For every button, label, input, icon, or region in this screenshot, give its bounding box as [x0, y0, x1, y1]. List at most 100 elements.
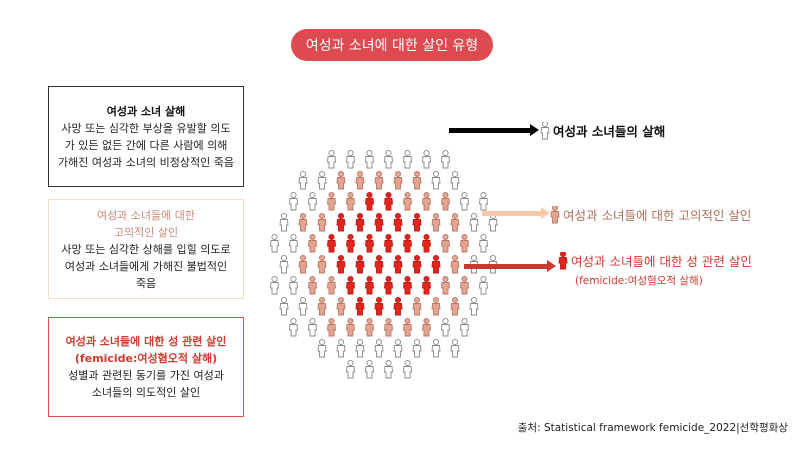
person-icon — [355, 254, 365, 274]
person-icon — [298, 212, 308, 232]
person-icon — [550, 205, 560, 223]
person-icon — [308, 275, 317, 295]
person-icon — [460, 233, 469, 253]
person-icon — [270, 275, 279, 295]
person-icon — [327, 149, 336, 169]
person-icon — [374, 212, 384, 232]
person-icon — [374, 296, 384, 316]
page-title: 여성과 소녀에 대한 살인 유형 — [291, 29, 493, 61]
arrow-killings — [449, 124, 539, 136]
person-icon — [336, 338, 346, 358]
person-icon — [540, 121, 550, 139]
box-text: 가 있든 없든 간에 다른 사람에 의해 — [64, 138, 228, 152]
person-icon — [270, 233, 279, 253]
person-icon — [308, 191, 317, 211]
person-icon — [317, 254, 327, 274]
person-icon — [469, 212, 479, 232]
source-note: 출처: Statistical framework femicide_2022|… — [517, 422, 788, 434]
legend-intentional: 여성과 소녀들에 대한 고의적인 살인 — [550, 205, 751, 224]
person-icon — [469, 296, 479, 316]
person-icon — [355, 296, 365, 316]
person-icon — [365, 317, 374, 337]
person-icon — [327, 233, 336, 253]
person-icon — [365, 233, 374, 253]
person-icon — [450, 296, 460, 316]
person-icon — [289, 233, 298, 253]
person-icon — [422, 317, 431, 337]
person-icon — [479, 275, 488, 295]
box-text: 여성과 소녀들에게 가해진 불법적인 — [64, 259, 228, 273]
person-icon — [317, 212, 327, 232]
person-icon — [393, 212, 403, 232]
person-icon — [550, 205, 560, 223]
arrow-intentional — [482, 207, 550, 219]
person-icon — [412, 296, 422, 316]
person-icon — [393, 296, 403, 316]
person-icon — [384, 149, 393, 169]
person-icon — [355, 170, 365, 190]
person-icon — [327, 275, 336, 295]
person-icon — [279, 296, 289, 316]
person-icon — [346, 275, 355, 295]
person-icon — [403, 359, 412, 379]
person-icon — [384, 317, 393, 337]
person-icon — [431, 212, 441, 232]
person-icon — [422, 191, 431, 211]
person-icon — [431, 338, 441, 358]
person-icon — [317, 338, 327, 358]
legend-label: 여성과 소녀들의 살해 — [553, 124, 666, 139]
person-icon — [558, 251, 568, 269]
legend-femicide-sub: (femicide:여성혐오적 살해) — [575, 275, 703, 287]
person-icon — [488, 212, 498, 232]
legend-killings: 여성과 소녀들의 살해 — [540, 121, 665, 140]
person-icon — [412, 254, 422, 274]
person-icon — [365, 359, 374, 379]
box-heading: 여성과 소녀들에 대한 — [96, 208, 196, 222]
person-icon — [374, 338, 384, 358]
person-icon — [365, 149, 374, 169]
person-icon — [441, 317, 450, 337]
person-icon — [384, 191, 393, 211]
box-text: 죽음 — [135, 276, 157, 290]
person-icon — [374, 254, 384, 274]
person-icon — [346, 233, 355, 253]
person-icon — [441, 275, 450, 295]
person-icon — [308, 317, 317, 337]
arrow-femicide — [464, 260, 556, 272]
definition-box-femicide: 여성과 소녀들에 대한 성 관련 살인 (femicide:여성혐오적 살해) … — [48, 317, 244, 417]
person-icon — [431, 254, 441, 274]
box-text: 사망 또는 심각한 상해를 입힐 의도로 — [61, 242, 231, 256]
person-icon — [298, 254, 308, 274]
box-text: 사망 또는 심각한 부상을 유발할 의도 — [61, 121, 231, 135]
person-icon — [412, 170, 422, 190]
person-icon — [317, 296, 327, 316]
person-icon — [346, 149, 355, 169]
legend-femicide: 여성과 소녀들에 대한 성 관련 살인 — [558, 251, 752, 270]
person-icon — [422, 233, 431, 253]
person-icon — [327, 191, 336, 211]
person-icon — [479, 191, 488, 211]
person-icon — [308, 233, 317, 253]
person-icon — [558, 251, 568, 269]
legend-label: 여성과 소녀들에 대한 성 관련 살인 — [571, 254, 752, 269]
person-icon — [384, 275, 393, 295]
person-icon — [298, 296, 308, 316]
person-icon — [460, 275, 469, 295]
person-icon — [403, 317, 412, 337]
box-heading: 고의적인 살인 — [113, 225, 179, 239]
person-icon — [374, 170, 384, 190]
person-icon — [412, 338, 422, 358]
box-heading: 여성과 소녀 살해 — [106, 104, 186, 118]
person-icon — [450, 254, 460, 274]
person-icon — [422, 275, 431, 295]
legend-label: 여성과 소녀들에 대한 고의적인 살인 — [563, 208, 752, 223]
person-icon — [422, 149, 431, 169]
person-icon — [431, 170, 441, 190]
person-icon — [393, 170, 403, 190]
person-icon — [346, 359, 355, 379]
person-icon — [441, 191, 450, 211]
person-icon — [431, 296, 441, 316]
box-text: 소녀들의 의도적인 살인 — [91, 386, 201, 399]
person-icon — [279, 212, 289, 232]
person-icon — [279, 254, 289, 274]
